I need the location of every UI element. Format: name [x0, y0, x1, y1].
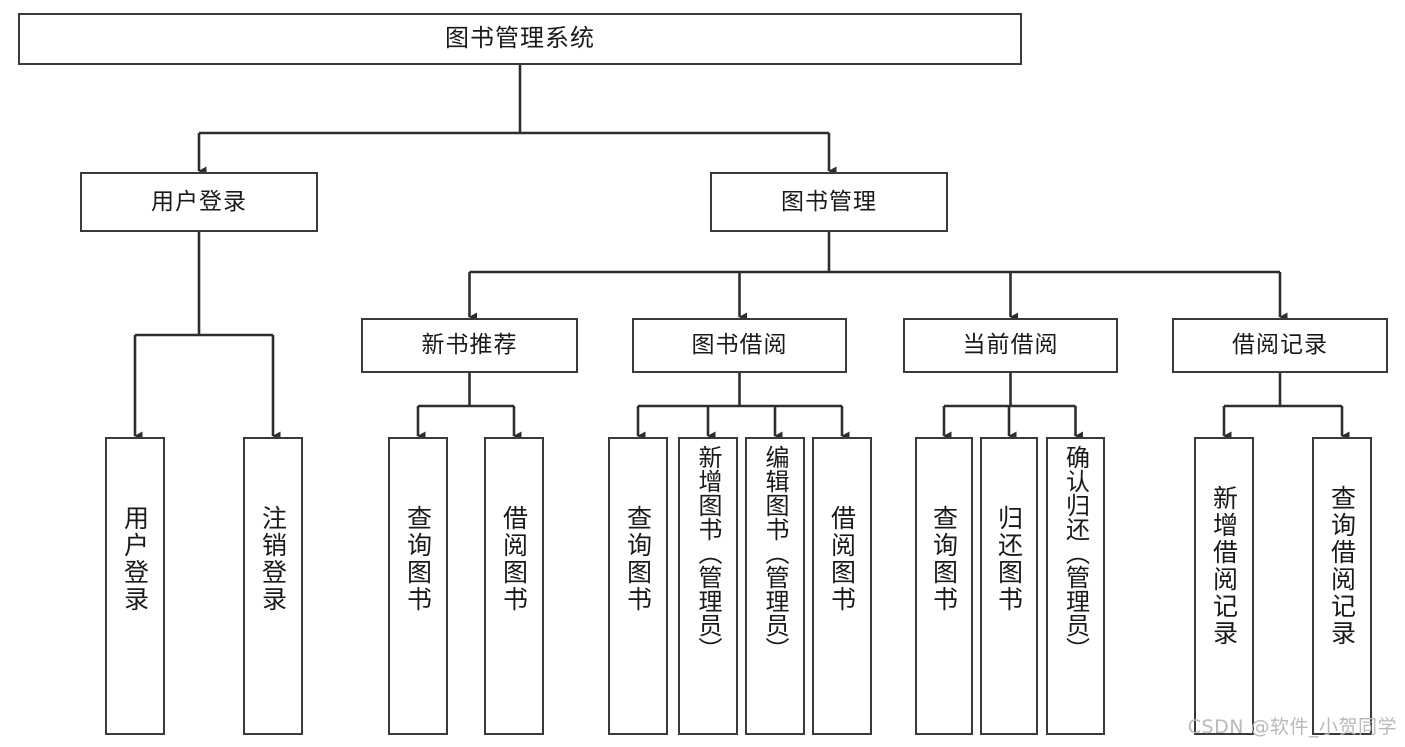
node-leaf-query-record[interactable]: 查询借阅记录 [1312, 437, 1372, 735]
node-book-manage[interactable]: 图书管理 [710, 172, 948, 232]
node-label-leaf-query-record: 查询借阅记录 [1327, 485, 1357, 647]
node-label-user-login: 用户登录 [151, 188, 247, 215]
node-new-book-rec[interactable]: 新书推荐 [361, 318, 578, 373]
watermark-text: CSDN @软件_小贺同学 [1187, 716, 1397, 738]
node-leaf-query-book-3[interactable]: 查询图书 [915, 437, 973, 735]
node-label-leaf-logout: 注销登录 [258, 505, 288, 613]
node-user-login[interactable]: 用户登录 [80, 172, 318, 232]
node-leaf-query-book-2[interactable]: 查询图书 [608, 437, 668, 735]
node-label-leaf-query-book-3: 查询图书 [929, 505, 959, 613]
node-book-borrow[interactable]: 图书借阅 [632, 318, 847, 373]
node-label-leaf-add-book: 新增图书（管理员） [694, 445, 722, 661]
node-leaf-add-book[interactable]: 新增图书（管理员） [678, 437, 738, 735]
node-leaf-return-book[interactable]: 归还图书 [980, 437, 1038, 735]
node-label-leaf-borrow-book-2: 借阅图书 [827, 505, 857, 613]
node-label-new-book-rec: 新书推荐 [421, 332, 518, 359]
node-borrow-record[interactable]: 借阅记录 [1172, 318, 1388, 373]
node-label-leaf-borrow-book-1: 借阅图书 [499, 505, 529, 613]
node-root[interactable]: 图书管理系统 [18, 13, 1022, 65]
node-leaf-edit-book[interactable]: 编辑图书（管理员） [745, 437, 805, 735]
node-label-current-borrow: 当前借阅 [962, 332, 1059, 359]
node-label-borrow-record: 借阅记录 [1232, 332, 1328, 359]
node-label-leaf-add-record: 新增借阅记录 [1209, 485, 1239, 647]
node-leaf-borrow-book-2[interactable]: 借阅图书 [812, 437, 872, 735]
node-label-leaf-user-login: 用户登录 [120, 505, 150, 613]
node-leaf-query-book-1[interactable]: 查询图书 [388, 437, 448, 735]
node-leaf-confirm-return[interactable]: 确认归还（管理员） [1046, 437, 1105, 735]
node-leaf-borrow-book-1[interactable]: 借阅图书 [484, 437, 544, 735]
node-label-book-borrow: 图书借阅 [691, 332, 788, 359]
node-leaf-user-login[interactable]: 用户登录 [105, 437, 165, 735]
node-label-leaf-return-book: 归还图书 [994, 505, 1024, 613]
node-label-leaf-confirm-return: 确认归还（管理员） [1061, 445, 1090, 661]
node-label-leaf-query-book-2: 查询图书 [623, 505, 653, 613]
node-label-book-manage: 图书管理 [781, 188, 877, 215]
node-current-borrow[interactable]: 当前借阅 [903, 318, 1118, 373]
node-label-leaf-query-book-1: 查询图书 [403, 505, 433, 613]
node-label-root: 图书管理系统 [445, 24, 595, 53]
node-label-leaf-edit-book: 编辑图书（管理员） [761, 445, 789, 661]
node-leaf-logout[interactable]: 注销登录 [243, 437, 303, 735]
node-leaf-add-record[interactable]: 新增借阅记录 [1194, 437, 1254, 735]
